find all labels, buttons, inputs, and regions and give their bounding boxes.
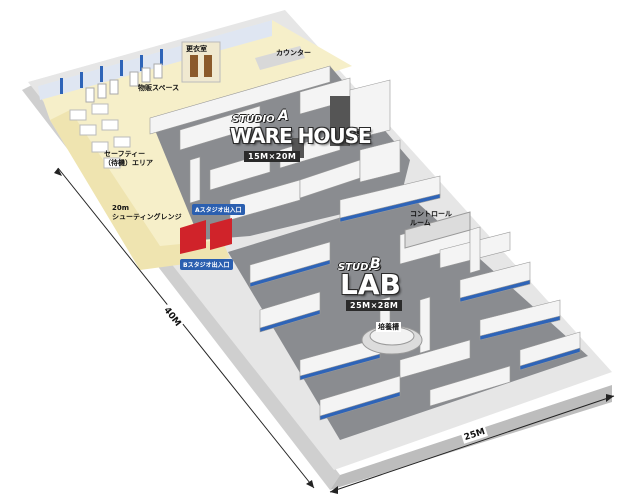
studio-b-prefix: STUDIO (338, 262, 381, 273)
label-control-room: コントロール ルーム (410, 210, 452, 227)
changing-room-block (181, 41, 221, 83)
benches (85, 63, 163, 103)
blue-wall-top (38, 20, 272, 100)
label-entry-b: Bスタジオ出入口 (180, 259, 233, 270)
studio-b-size: 25M×28M (346, 300, 403, 311)
label-changing-room: 更衣室 (186, 45, 207, 53)
dimension-line-40m (57, 167, 315, 489)
studio-a-letter: A (278, 108, 289, 124)
blue-stripes (60, 49, 163, 94)
dimension-line-25m (329, 395, 615, 493)
studio-b-walls (249, 175, 581, 421)
control-room-block (404, 211, 471, 249)
tables (69, 103, 131, 169)
entry-b-wall (210, 218, 232, 250)
counter-block (255, 46, 305, 70)
label-armory: 武器庫 (346, 129, 367, 137)
label-entry-a: Aスタジオ出入口 (192, 204, 245, 215)
studio-a-name: WARE HOUSE (230, 124, 372, 148)
label-shooting-range: 20m シューティングレンジ (112, 204, 182, 221)
studio-b-letter: B (370, 256, 381, 272)
label-safety-area: セーフティー （待機）エリア (104, 150, 153, 167)
label-counter: カウンター (276, 49, 311, 57)
entry-a-wall (180, 220, 206, 254)
studio-b-name: LAB (340, 268, 401, 301)
studio-a-prefix: STUDIO (232, 114, 275, 125)
studio-a-walls (149, 65, 401, 221)
label-culture-tank: 培養槽 (376, 322, 401, 332)
label-equipment-space: 物販スペース (138, 84, 180, 92)
studio-a-size: 15M×20M (244, 151, 301, 162)
